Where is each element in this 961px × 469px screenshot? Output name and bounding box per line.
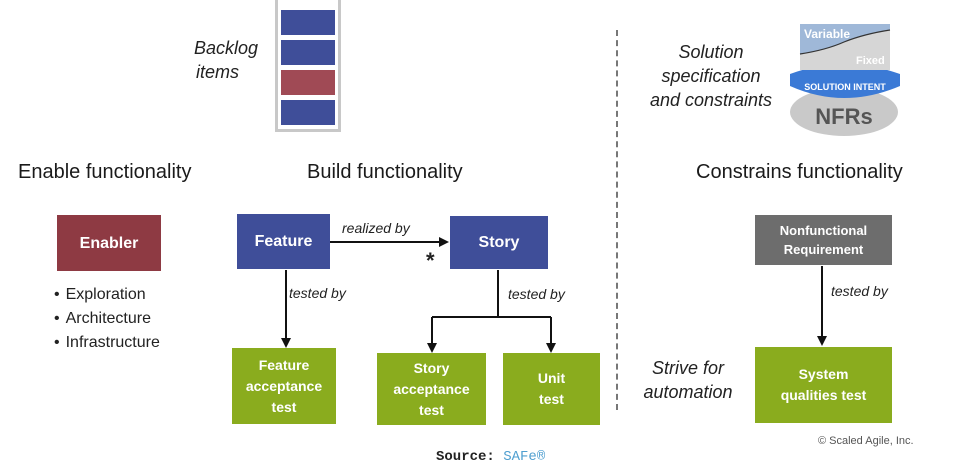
backlog-item-selected <box>281 70 335 95</box>
bullet-item: Architecture <box>54 307 160 331</box>
enabler-box: Enabler <box>57 215 161 271</box>
solution-intent-text: SOLUTION INTENT <box>804 82 886 92</box>
fixed-text: Fixed <box>856 55 885 67</box>
realized-by-label: realized by <box>342 220 410 236</box>
nfrs-disc <box>790 88 898 136</box>
backlog-item <box>281 10 335 35</box>
build-functionality-title: Build functionality <box>307 161 463 183</box>
feature-tested-by-label: tested by <box>289 285 346 301</box>
nfrs-text: NFRs <box>815 104 872 129</box>
feature-box: Feature <box>237 214 330 269</box>
multiplicity-label: * <box>426 248 435 273</box>
automation-label: Strive for automation <box>643 358 733 402</box>
story-box: Story <box>450 216 548 269</box>
source-label: Source: <box>436 449 495 465</box>
fixed-panel <box>800 30 890 70</box>
story-acceptance-test-box: Story acceptance test <box>377 353 486 425</box>
nonfunctional-requirement-box: Nonfunctional Requirement <box>755 215 892 265</box>
unit-test-box: Unit test <box>503 353 600 425</box>
bullet-item: Infrastructure <box>54 331 160 355</box>
backlog-item <box>281 100 335 125</box>
nfr-tested-by-label: tested by <box>831 283 888 299</box>
backlog-label: Backlog items <box>193 38 258 82</box>
bullet-item: Exploration <box>54 283 160 307</box>
enabler-bullets: Exploration Architecture Infrastructure <box>54 283 160 355</box>
variable-text: Variable <box>804 27 850 41</box>
boundary-line <box>799 29 891 55</box>
backlog-item <box>281 40 335 65</box>
constrains-functionality-title: Constrains functionality <box>696 161 903 183</box>
solution-spec-label: Solution specification and constraints <box>649 42 773 110</box>
feature-acceptance-test-box: Feature acceptance test <box>232 348 336 424</box>
source-line: Source: SAFe® <box>436 449 545 465</box>
system-qualities-test-box: System qualities test <box>755 347 892 423</box>
source-link[interactable]: SAFe® <box>503 449 546 465</box>
copyright-text: © Scaled Agile, Inc. <box>818 435 914 447</box>
section-divider <box>616 30 618 410</box>
enable-functionality-title: Enable functionality <box>18 161 192 183</box>
solution-intent-graphic: NFRs SOLUTION INTENT Variable Fixed <box>790 24 900 136</box>
story-tested-by-label: tested by <box>508 286 565 302</box>
solution-intent-band <box>790 64 900 98</box>
